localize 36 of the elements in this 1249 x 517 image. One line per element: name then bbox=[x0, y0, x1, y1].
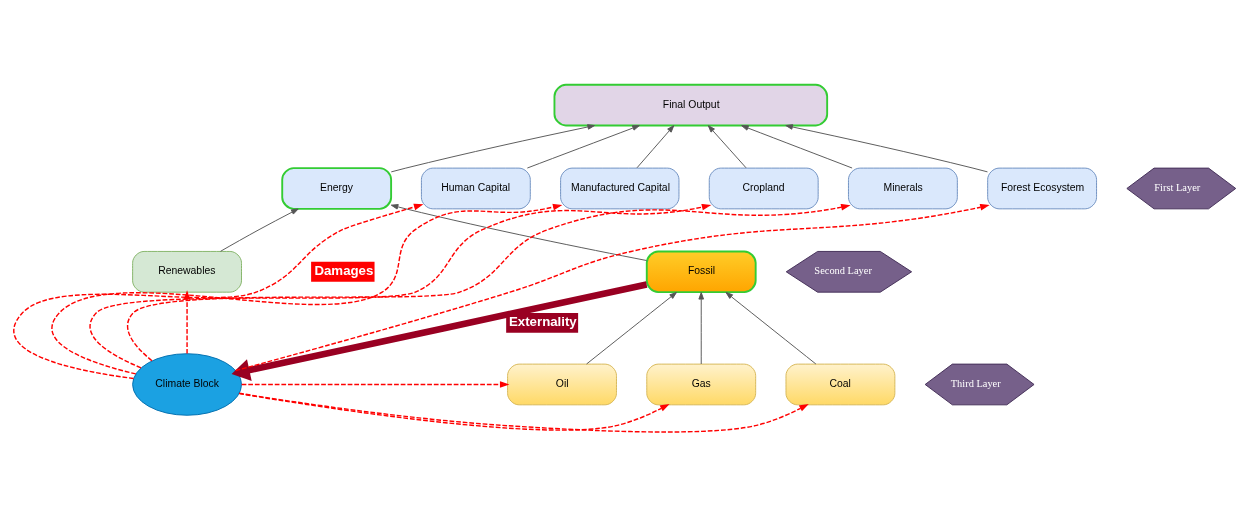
node-box: Energy bbox=[281, 167, 393, 210]
arrow bbox=[741, 125, 853, 169]
node-box: Renewables bbox=[132, 250, 242, 293]
arrow bbox=[126, 204, 851, 362]
node-box: Gas bbox=[646, 363, 757, 406]
arrow bbox=[183, 290, 191, 355]
arrow bbox=[707, 125, 747, 169]
arrow bbox=[89, 203, 712, 369]
node-box: Oil bbox=[507, 363, 617, 406]
arrow bbox=[725, 292, 817, 365]
edge-label: Externality bbox=[509, 313, 577, 329]
arrow bbox=[234, 204, 990, 372]
node-box: Cropland bbox=[708, 167, 819, 210]
arrow bbox=[698, 292, 704, 365]
arrow bbox=[240, 381, 510, 388]
arrow bbox=[390, 124, 595, 173]
arrow bbox=[636, 125, 675, 169]
arrow bbox=[238, 392, 670, 431]
node-box: Final Output bbox=[553, 83, 829, 127]
arrow bbox=[785, 124, 988, 173]
node-box: Forest Ecosystem bbox=[987, 167, 1098, 210]
edge-label: Damages bbox=[314, 262, 374, 278]
node-box: Minerals bbox=[848, 167, 958, 210]
arrow bbox=[220, 208, 299, 252]
arrow bbox=[586, 292, 677, 365]
arrow bbox=[238, 392, 809, 433]
arrow bbox=[390, 204, 647, 261]
node-box: Fossil bbox=[645, 250, 757, 294]
arrow bbox=[13, 203, 424, 380]
node-box: Manufactured Capital bbox=[560, 167, 680, 210]
node-ellipse: Climate Block bbox=[132, 353, 242, 416]
arrow bbox=[526, 125, 640, 169]
arrow bbox=[231, 281, 648, 381]
node-box: Human Capital bbox=[420, 167, 531, 210]
node-box: Coal bbox=[785, 363, 896, 406]
arrow bbox=[51, 203, 563, 375]
